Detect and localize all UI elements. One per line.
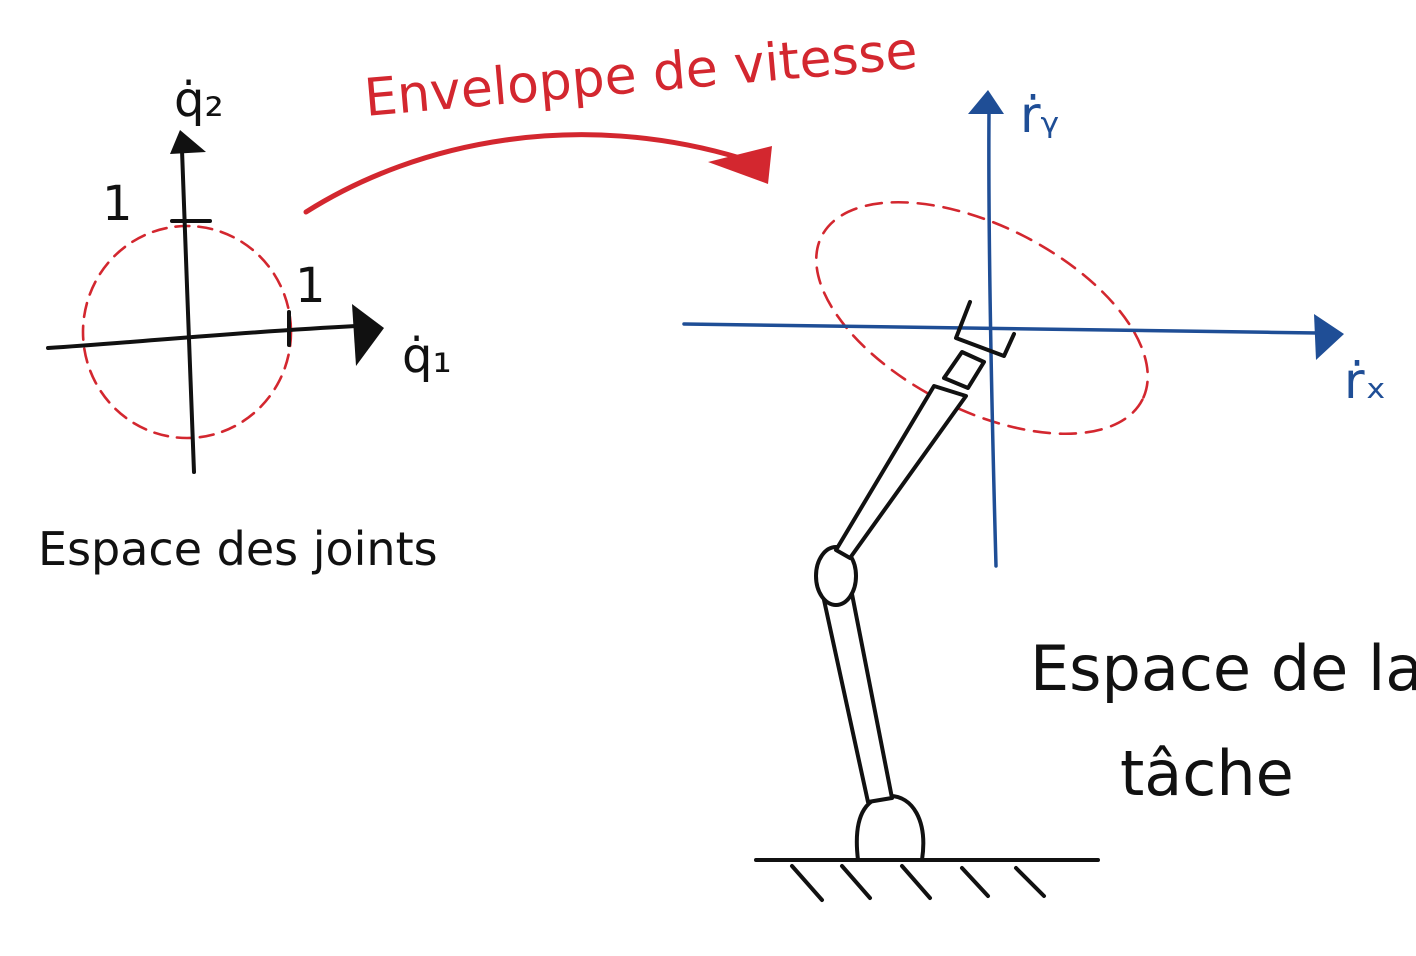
robot-upper-link (834, 384, 968, 560)
diagram-title: Enveloppe de vitesse (362, 21, 920, 129)
joint-space-group: 1 1 q̇₂ q̇₁ Espace des joints (38, 72, 452, 576)
mapping-arrow-group: Enveloppe de vitesse (303, 21, 920, 215)
joint-space-y-axis-label: q̇₂ (174, 72, 224, 128)
ground-hatching (790, 864, 1046, 902)
task-space-y-axis (987, 110, 998, 568)
task-space-velocity-ellipse (814, 200, 1150, 436)
mapping-arrow-curve (303, 132, 743, 215)
task-space-x-axis-label: ṙₓ (1344, 352, 1387, 410)
joint-space-y-axis (180, 148, 196, 474)
robot-base (854, 794, 926, 862)
task-space-label-line2: tâche (1120, 737, 1294, 810)
joint-space-y-tick-label: 1 (102, 176, 133, 232)
mapping-arrowhead (708, 146, 772, 184)
robot-lower-link (822, 592, 894, 804)
robot-wrist (942, 350, 986, 390)
robot-gripper (954, 300, 1016, 358)
task-space-label-line1: Espace de la (1030, 632, 1416, 705)
joint-space-label: Espace des joints (38, 522, 438, 576)
task-space-x-axis (682, 322, 1320, 335)
task-space-y-arrowhead (968, 90, 1004, 114)
task-space-y-axis-label: ṙᵧ (1020, 86, 1059, 144)
joint-space-x-tick-label: 1 (295, 258, 326, 314)
task-space-x-arrowhead (1314, 314, 1344, 360)
joint-space-x-axis (46, 324, 358, 350)
joint-space-x-axis-label: q̇₁ (402, 328, 452, 384)
robot-arm (754, 300, 1100, 902)
joint-space-x-arrowhead (352, 304, 384, 366)
joint-space-y-arrowhead (170, 130, 206, 154)
task-space-group: ṙᵧ ṙₓ Espace de la tâche (682, 86, 1416, 810)
